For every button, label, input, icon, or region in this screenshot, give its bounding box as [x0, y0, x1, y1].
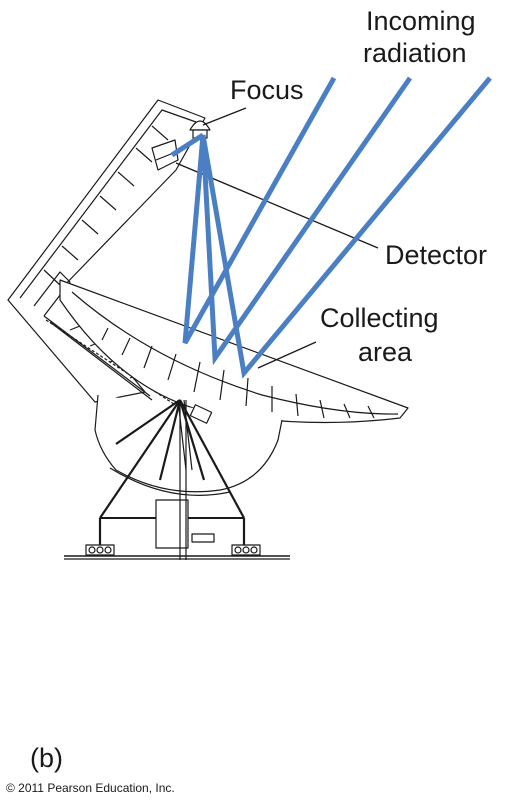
elevation-housing: [94, 394, 283, 496]
incoming-rays: [170, 76, 492, 379]
panel-label: (b): [30, 743, 63, 773]
arm-rail: [45, 319, 181, 409]
incoming-radiation-label-line1: Incoming: [366, 6, 476, 36]
collecting-area-pointer: [257, 341, 317, 369]
ray-3: [200, 76, 492, 379]
ray-focus-to-detector: [170, 132, 205, 158]
ray-1: [182, 76, 337, 345]
pedestal-base: [64, 400, 290, 560]
collecting-area-label-line2: area: [358, 337, 413, 367]
collecting-area-label-line1: Collecting: [320, 303, 439, 333]
support-struts: [99, 399, 245, 519]
detector-label: Detector: [385, 240, 488, 270]
copyright-notice: © 2011 Pearson Education, Inc.: [6, 781, 175, 795]
ray-2: [200, 76, 413, 366]
feed-support-arm: [7, 99, 206, 403]
incoming-radiation-label-line2: radiation: [363, 38, 467, 68]
focus-label: Focus: [230, 75, 304, 105]
focus-pointer: [202, 107, 247, 126]
